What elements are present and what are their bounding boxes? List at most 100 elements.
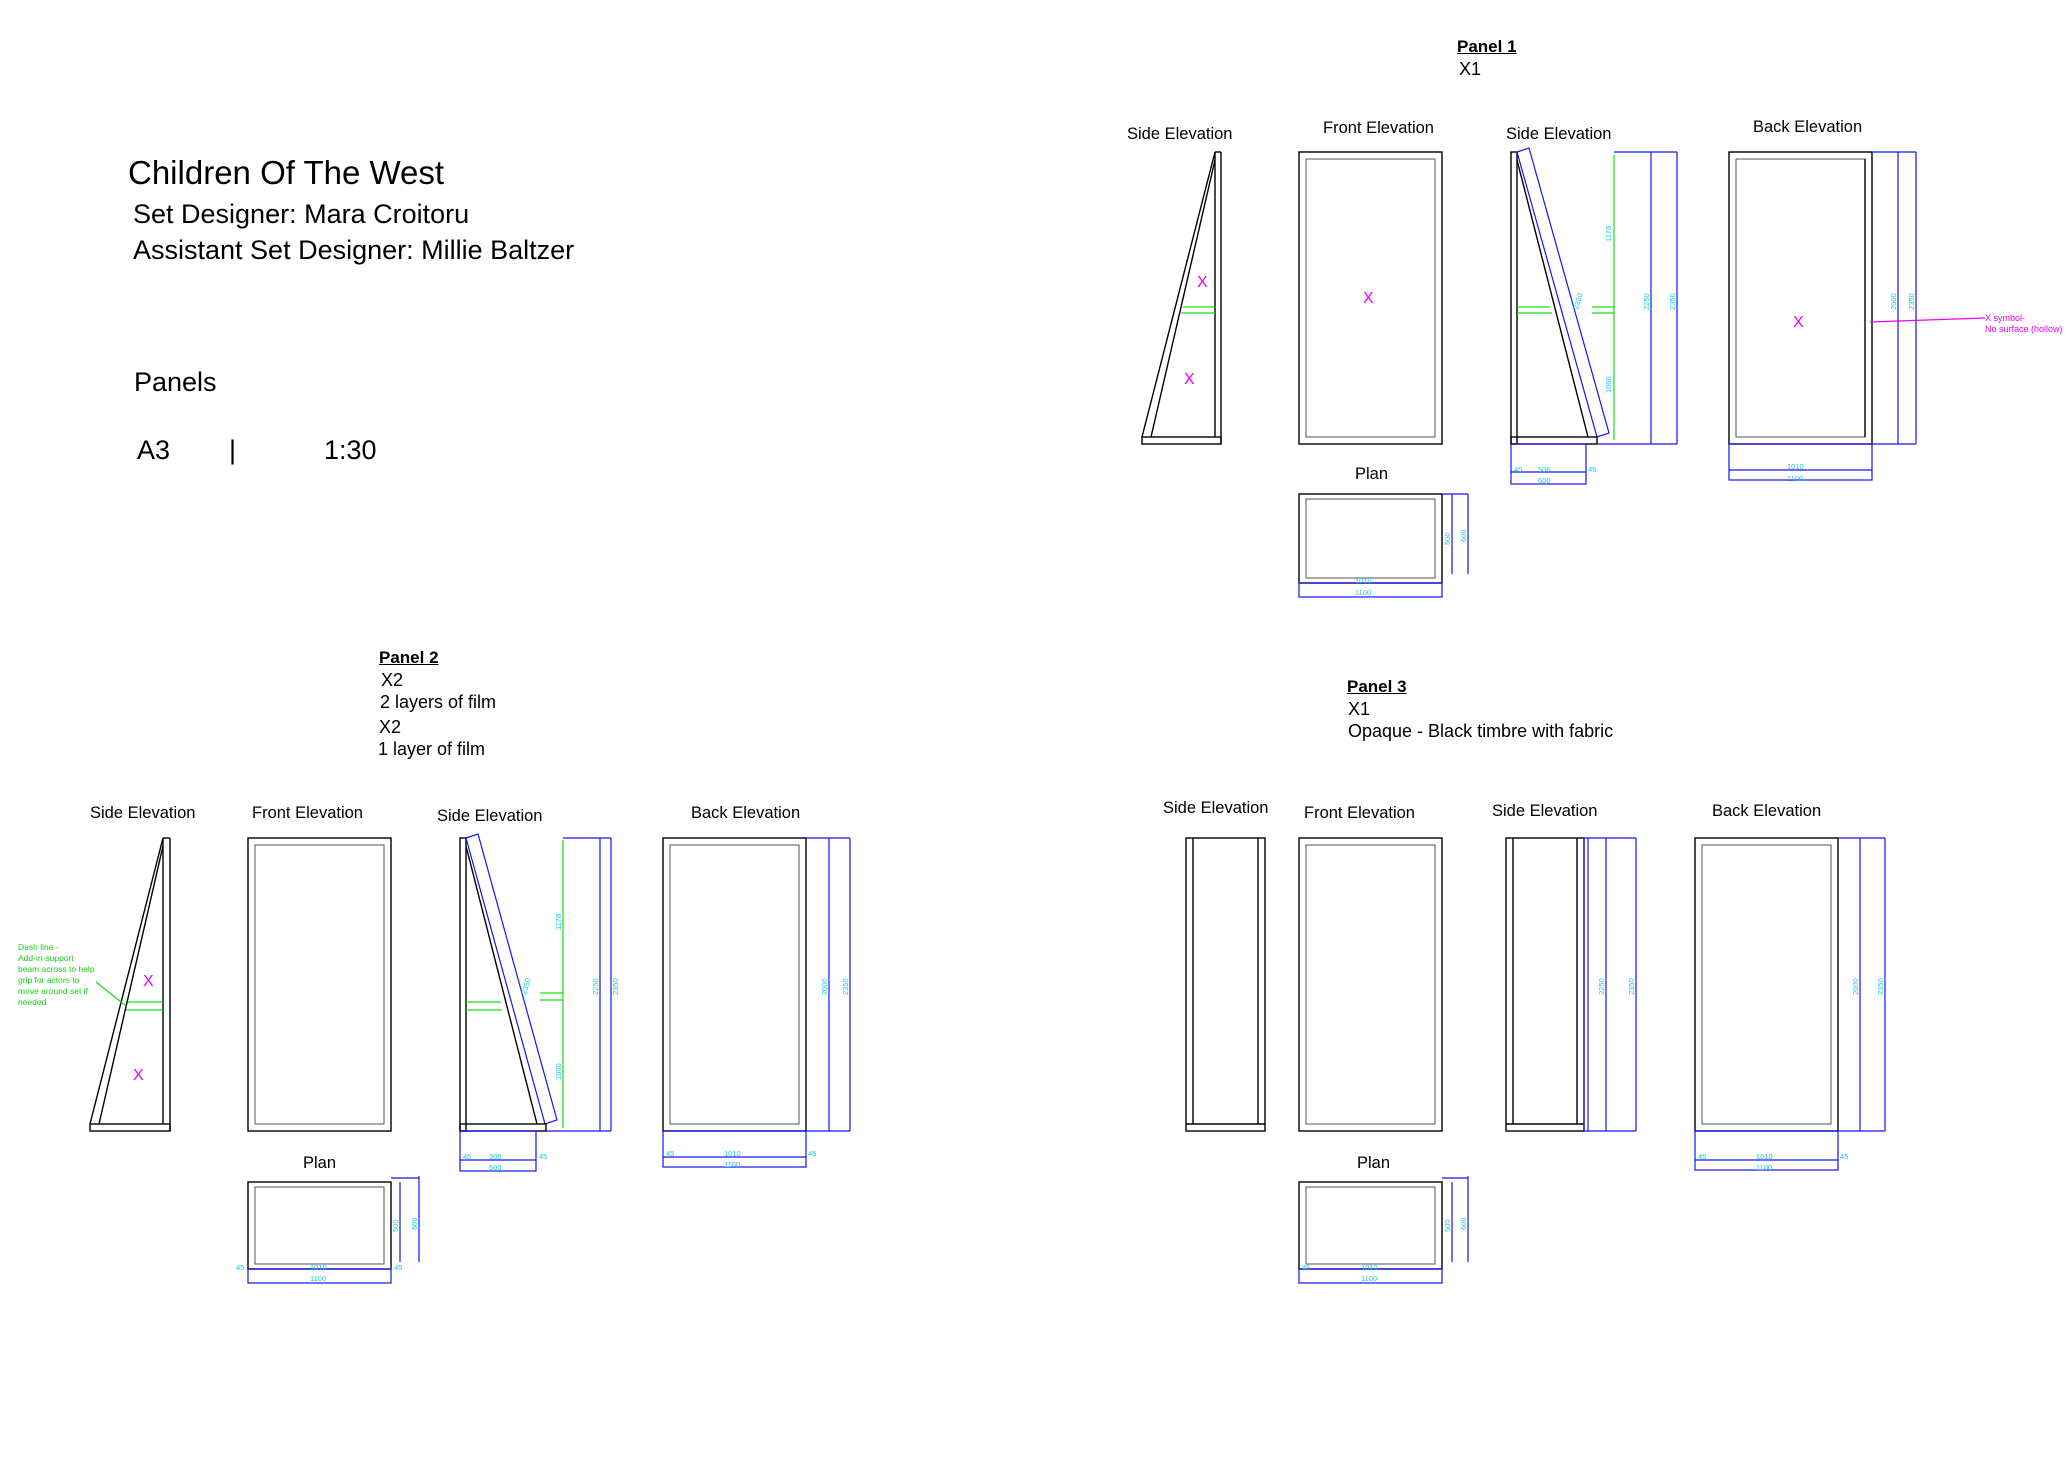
panel1-front-elevation: X [1298,151,1443,445]
panel1-side-elevation-right: 1178 1000 2250 2350 2350 45 506 45 600 [1510,147,1678,485]
panel2-film-1-layer: 1 layer of film [378,739,486,759]
panel1-heading: Panel 1 [1457,37,1517,56]
dimension-text: 45 [1698,1152,1706,1161]
support-beam-note: move around set if [18,986,89,996]
dimension-text: 1000 [1604,376,1613,393]
dimension-text: 500 [1443,1219,1452,1232]
dimension-text: 1010 [724,1149,741,1158]
panel1-side-elevation-left-label: Side Elevation [1127,125,1233,143]
hollow-mark: X [1197,274,1208,291]
dimension-text: 1100 [1355,588,1371,597]
panel3-front-elevation [1298,837,1443,1132]
panel2-heading: Panel 2 [379,648,439,667]
panel3-plan-label: Plan [1357,1154,1391,1172]
dimension-text: 2350 [611,978,620,995]
dimension-text: 2000 [820,978,829,995]
panel3-front-elevation-label: Front Elevation [1304,804,1415,822]
dimension-text: 45 [1840,1152,1848,1161]
hollow-mark: X [1793,314,1804,331]
panel3-heading: Panel 3 [1347,677,1407,696]
dimension-text: 2350 [841,978,850,995]
dimension-text: 2350 [1907,293,1916,310]
support-beam-note: Add-in-support [18,953,74,963]
dimension-text: 1010 [310,1263,327,1272]
dimension-text: 1178 [554,914,563,930]
production-title: Children Of The West [128,154,445,191]
dimension-text: 600 [489,1163,502,1172]
hollow-symbol-note: No surface (hollow) [1985,324,2063,334]
dimension-text: 2350 [1668,293,1677,310]
dimension-text: 45 [666,1149,674,1158]
dimension-text: 500 [1443,532,1452,545]
dimension-text: 600 [1459,529,1468,542]
dimension-text: 45 [808,1149,816,1158]
panel2-film-2-layers: 2 layers of film [380,692,497,712]
dimension-text: 45 [463,1152,471,1161]
support-beam-note: grip for actors to [18,975,80,985]
panel2-front-elevation-label: Front Elevation [252,804,363,822]
dimension-text: 2250 [1597,978,1606,995]
dimension-text: 1178 [1604,226,1613,242]
panel2-back-elevation-label: Back Elevation [691,804,801,822]
panel1-plan: 1010 1100 500 600 [1298,493,1469,598]
panel1-back-elevation: X 2000 2350 1010 1100 X symbol- No surfa… [1728,151,2063,483]
dimension-text: 600 [410,1217,419,1230]
dimension-text: 1100 [1787,474,1803,483]
dimension-text: 2350 [1571,292,1584,311]
panel1-side-elevation-right-label: Side Elevation [1506,125,1612,143]
panel1-side-elevation-left: X X [1141,151,1222,445]
dimension-text: 2350 [519,977,532,996]
panel3-finish: Opaque - Black timbre with fabric [1348,721,1614,741]
panel3-side-elevation-left-label: Side Elevation [1163,799,1269,817]
panel2-side-elevation-left: X X Dash line - Add-in-support beam acro… [18,837,171,1132]
panel2-side-elevation-left-label: Side Elevation [90,804,196,822]
dimension-text: 506 [489,1152,502,1161]
panel2-plan-label: Plan [303,1154,337,1172]
panel1-back-elevation-label: Back Elevation [1753,118,1863,136]
dimension-text: 600 [1459,1217,1468,1230]
hollow-symbol-note: X symbol- [1985,313,2025,323]
support-beam-note: beam across to help [18,964,95,974]
section-title: Panels [134,367,217,397]
dimension-text: 506 [1538,465,1551,474]
dimension-text: 45 [1302,1263,1310,1272]
dimension-text: 1000 [554,1063,563,1080]
hollow-mark: X [143,973,154,990]
panel1-quantity: X1 [1459,59,1482,79]
hollow-mark: X [133,1067,144,1084]
support-beam-note: needed [18,997,47,1007]
panel3-side-elevation-right-label: Side Elevation [1492,802,1598,820]
panel2-front-elevation [247,837,392,1132]
panel3-side-elevation-left [1185,837,1266,1132]
panel1-plan-label: Plan [1355,465,1389,483]
dimension-text: 2350 [1627,978,1636,995]
dimension-text: 45 [1588,465,1596,474]
support-beam-note: Dash line - [18,942,59,952]
dimension-text: 45 [1514,465,1522,474]
hollow-mark: X [1184,371,1195,388]
dimension-text: 2250 [1642,293,1651,310]
hollow-mark: X [1363,290,1374,307]
dimension-text: 1100 [1361,1274,1377,1283]
panel3-back-elevation: 2000 2350 45 1010 45 1100 [1694,837,1886,1172]
panel2-quantity-1: X2 [381,670,404,690]
dimension-text: 500 [391,1219,400,1232]
dimension-text: 1010 [1756,1152,1773,1161]
panel3-quantity: X1 [1348,699,1371,719]
dimension-text: 2000 [1889,293,1898,310]
dimension-text: 1010 [1361,1263,1378,1272]
title-separator: | [229,435,237,465]
panel3-back-elevation-label: Back Elevation [1712,802,1822,820]
set-designer: Set Designer: Mara Croitoru [133,199,470,229]
panel2-side-elevation-right-label: Side Elevation [437,807,543,825]
dimension-text: 45 [394,1263,402,1272]
dimension-text: 1010 [1787,462,1804,471]
panel2-plan: 45 1010 45 1100 500 600 [236,1176,420,1284]
panel2-side-elevation-right: 1178 1000 2250 2350 2350 45 506 45 600 [459,833,620,1172]
dimension-text: 1100 [724,1160,740,1169]
panel2-quantity-2: X2 [379,717,402,737]
dimension-text: 1100 [1756,1163,1772,1172]
paper-size: A3 [137,435,171,465]
drawing-scale: 1:30 [324,435,377,465]
